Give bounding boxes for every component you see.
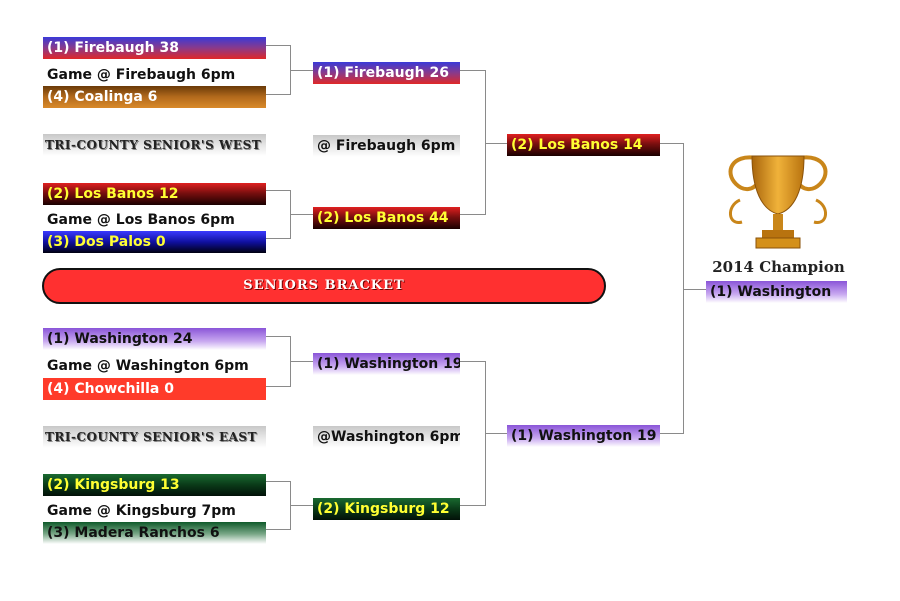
connector-line — [460, 214, 486, 215]
west-semi-venue: @ Firebaugh 6pm — [313, 135, 460, 157]
west-match2-venue: Game @ Los Banos 6pm — [47, 212, 235, 228]
connector-line — [290, 70, 313, 71]
west-match1-bottom-team: (4) Coalinga 6 — [43, 86, 266, 108]
connector-line — [266, 94, 291, 95]
west-semi-top-team: (1) Firebaugh 26 — [313, 62, 460, 84]
connector-line — [266, 336, 291, 337]
east-match2-bottom-team: (3) Madera Ranchos 6 — [43, 522, 266, 544]
connector-line — [266, 529, 291, 530]
connector-line — [485, 143, 507, 144]
west-final-team: (2) Los Banos 14 — [507, 134, 660, 156]
connector-line — [460, 361, 486, 362]
trophy-icon — [728, 155, 828, 249]
east-semi-bottom-team: (2) Kingsburg 12 — [313, 498, 460, 520]
connector-line — [460, 505, 486, 506]
west-match1-venue: Game @ Firebaugh 6pm — [47, 67, 236, 83]
west-match2-top-team: (2) Los Banos 12 — [43, 183, 266, 205]
connector-line — [683, 143, 684, 434]
east-division-label: TRI-COUNTY SENIOR'S EAST — [43, 426, 266, 448]
connector-line — [290, 505, 313, 506]
connector-line — [266, 481, 291, 482]
connector-line — [460, 70, 486, 71]
connector-line — [683, 289, 706, 290]
champion-title: 2014 Champion — [712, 258, 845, 276]
connector-line — [266, 386, 291, 387]
connector-line — [266, 190, 291, 191]
east-match1-bottom-team: (4) Chowchilla 0 — [43, 378, 266, 400]
east-match1-top-team: (1) Washington 24 — [43, 328, 266, 350]
seniors-bracket-banner: SENIORS BRACKET — [42, 268, 606, 304]
west-division-label: TRI-COUNTY SENIOR'S WEST — [43, 134, 266, 156]
champion-team: (1) Washington — [706, 281, 847, 303]
connector-line — [266, 45, 291, 46]
west-semi-bottom-team: (2) Los Banos 44 — [313, 207, 460, 229]
connector-line — [485, 433, 507, 434]
connector-line — [290, 214, 313, 215]
east-semi-venue: @Washington 6pm — [313, 426, 460, 448]
east-match2-top-team: (2) Kingsburg 13 — [43, 474, 266, 496]
connector-line — [266, 238, 291, 239]
connector-line — [290, 361, 313, 362]
east-match1-venue: Game @ Washington 6pm — [47, 358, 249, 374]
west-match1-top-team: (1) Firebaugh 38 — [43, 37, 266, 59]
east-match2-venue: Game @ Kingsburg 7pm — [47, 503, 236, 519]
east-final-team: (1) Washington 19 — [507, 425, 660, 447]
connector-line — [660, 143, 684, 144]
connector-line — [485, 70, 486, 215]
east-semi-top-team: (1) Washington 19 — [313, 353, 460, 375]
connector-line — [660, 433, 684, 434]
west-match2-bottom-team: (3) Dos Palos 0 — [43, 231, 266, 253]
